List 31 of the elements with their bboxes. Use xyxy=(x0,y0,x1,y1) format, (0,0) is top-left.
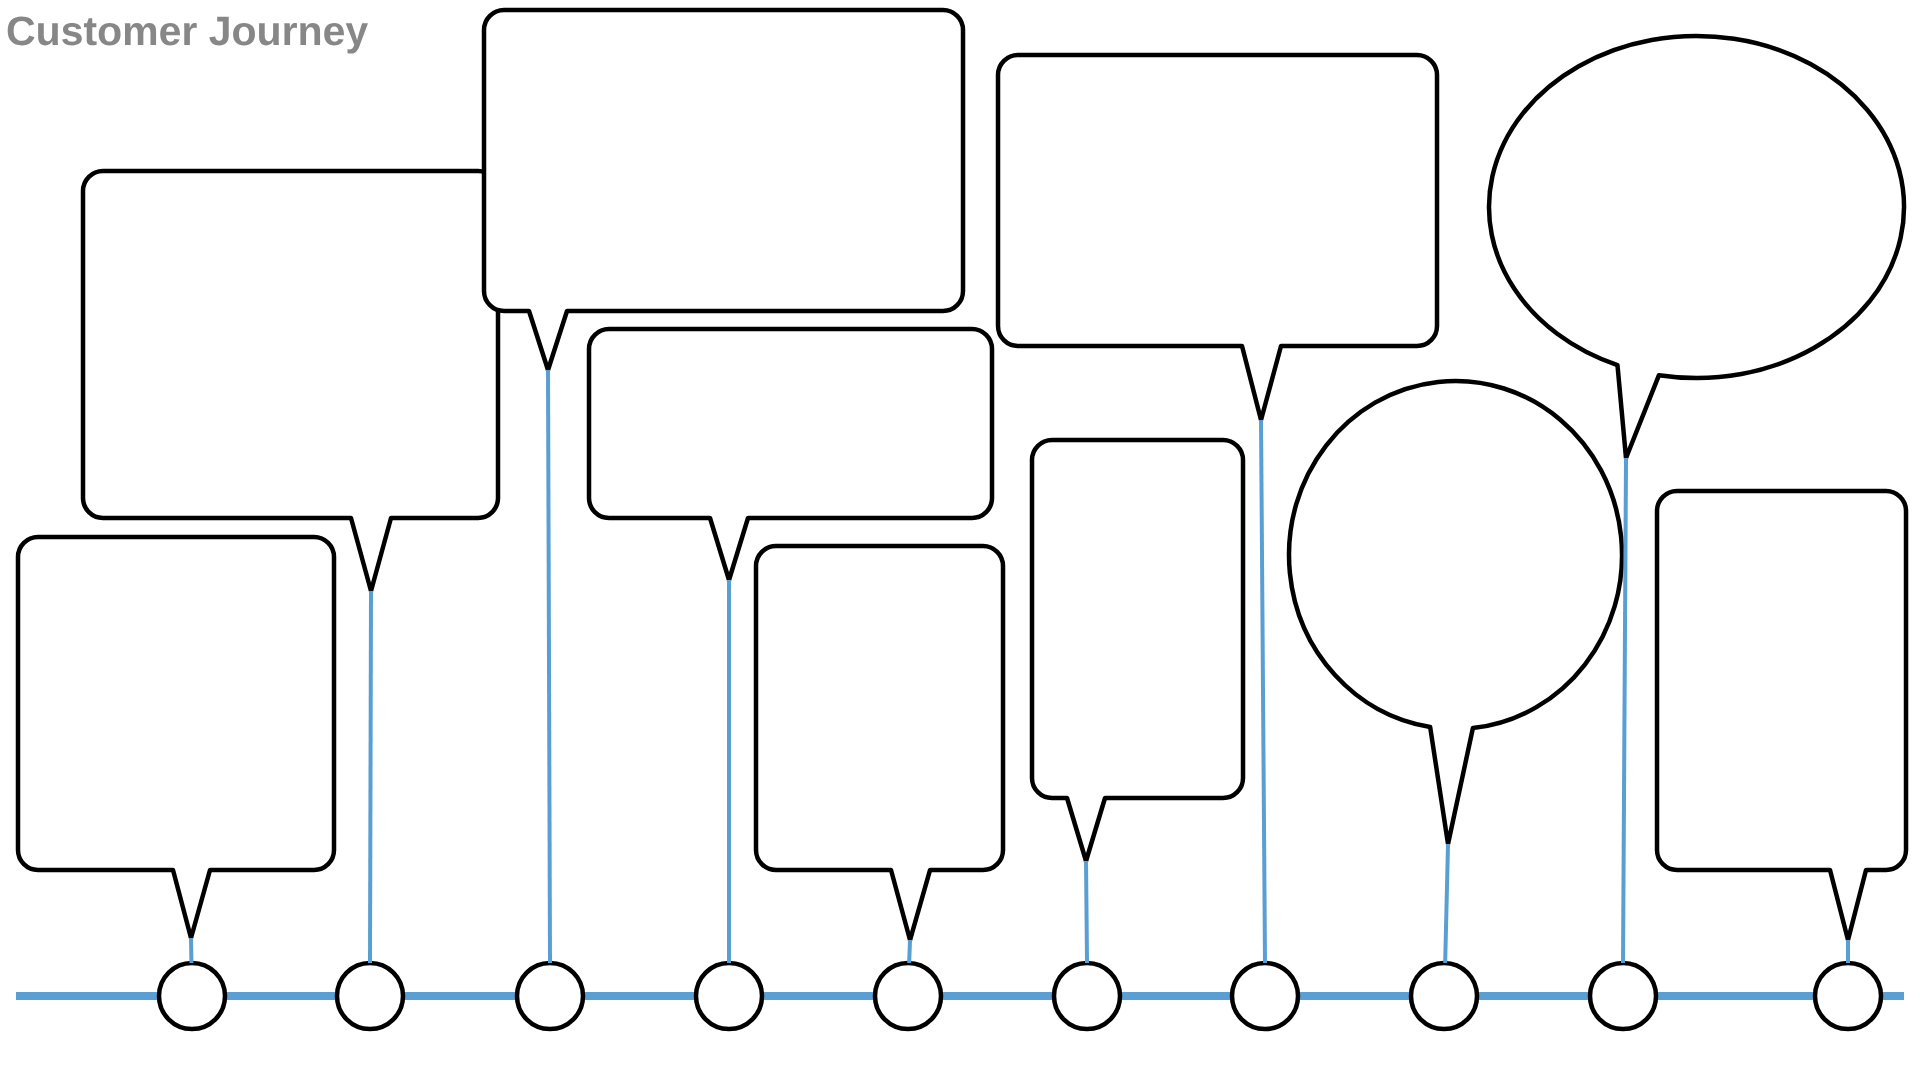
connector-line xyxy=(1443,843,1450,964)
connector-line xyxy=(907,939,912,964)
speech-bubble xyxy=(1487,33,1907,461)
milestone-circle xyxy=(1812,960,1884,1032)
speech-bubble xyxy=(80,168,501,594)
milestone-circle xyxy=(156,960,228,1032)
milestone-circle xyxy=(1051,960,1123,1032)
title: Customer Journey xyxy=(7,16,368,54)
connector-line xyxy=(1621,458,1628,964)
speech-bubble xyxy=(481,7,966,373)
connector-line xyxy=(1846,940,1850,963)
connector-line xyxy=(1259,420,1267,964)
connector-line xyxy=(368,591,373,964)
milestone-circle xyxy=(872,960,944,1032)
speech-bubble xyxy=(1654,488,1909,943)
milestone-circle xyxy=(334,960,406,1032)
connector-line xyxy=(727,580,731,963)
speech-bubble xyxy=(1286,378,1625,847)
speech-bubble xyxy=(1029,437,1246,864)
connector-line xyxy=(1084,861,1089,964)
speech-bubble xyxy=(586,326,995,583)
speech-bubble xyxy=(15,534,337,941)
milestone-circle xyxy=(1229,960,1301,1032)
milestone-circle xyxy=(1587,960,1659,1032)
connector-line xyxy=(546,370,552,963)
speech-bubble xyxy=(753,543,1006,943)
milestone-circle xyxy=(693,960,765,1032)
speech-bubble xyxy=(995,52,1440,423)
milestone-circle xyxy=(514,960,586,1032)
milestone-circle xyxy=(1408,960,1480,1032)
connector-line xyxy=(189,937,194,964)
